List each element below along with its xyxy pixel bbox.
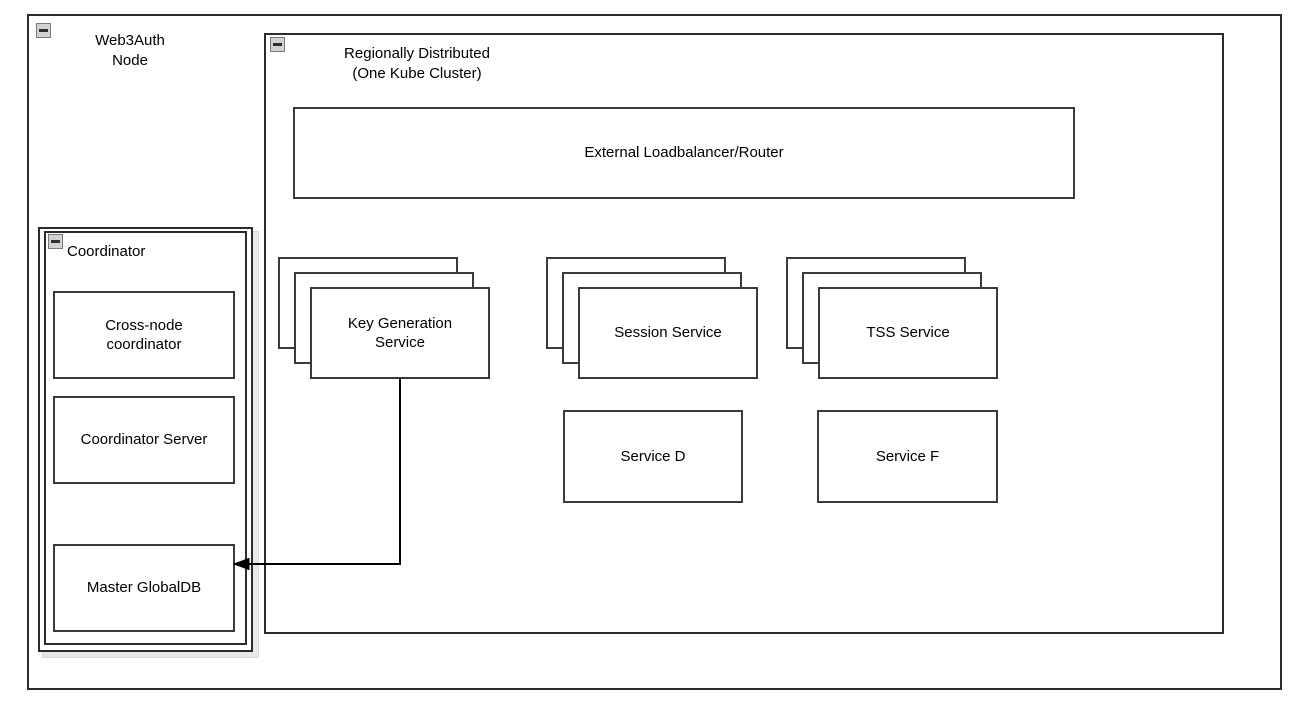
node-service-d[interactable] [563,410,743,503]
node-key-generation-service-stack[interactable]: Key Generation Service [278,257,490,379]
node-coordinator-server[interactable] [53,396,235,484]
node-master-globaldb[interactable] [53,544,235,632]
node-cross-node-coordinator[interactable] [53,291,235,379]
node-service-f[interactable] [817,410,998,503]
node-tss-service-stack[interactable]: TSS Service [786,257,998,379]
node-external-loadbalancer-router[interactable] [293,107,1075,199]
stack-layer-front [818,287,998,379]
container-label-coordinator: Coordinator [67,243,146,260]
container-label-regionally-distributed: Regionally Distributed (One Kube Cluster… [344,45,490,82]
stack-layer-front [310,287,490,379]
collapse-minus-icon-coordinator[interactable] [48,234,63,249]
container-label-web3auth-node: Web3Auth Node [95,32,165,69]
node-session-service-stack[interactable]: Session Service [546,257,758,379]
collapse-minus-icon-web3auth-node[interactable] [36,23,51,38]
collapse-minus-icon-regionally-distributed[interactable] [270,37,285,52]
stack-layer-front [578,287,758,379]
